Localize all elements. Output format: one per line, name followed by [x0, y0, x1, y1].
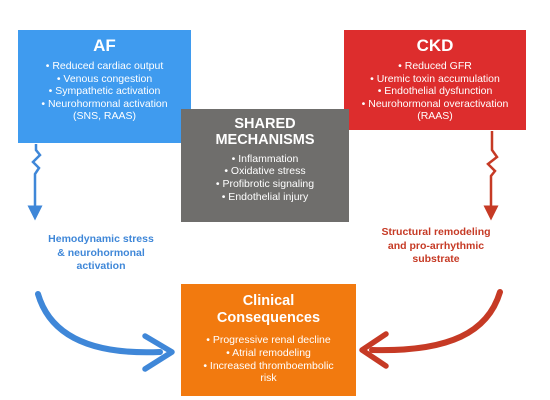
- ckd-list: • Reduced GFR • Uremic toxin accumulatio…: [344, 60, 526, 123]
- ckd-pathway-line2: and pro-arrhythmic: [387, 239, 485, 252]
- ckd-pathway-line3: substrate: [412, 253, 460, 266]
- af-item-reduced-cardiac-output: • Reduced cardiac output: [45, 60, 164, 72]
- ckd-pathway-line1: Structural remodeling: [381, 226, 491, 238]
- af-list: • Reduced cardiac output • Venous conges…: [18, 60, 191, 123]
- af-item-sympathetic-activation: • Sympathetic activation: [48, 85, 161, 98]
- af-to-clinical-arrow: [35, 291, 163, 356]
- clinical-item-renal-decline: • Progressive renal decline: [206, 334, 331, 347]
- shared-mechanisms-title: SHARED MECHANISMS: [181, 116, 349, 149]
- shared-list: • Inflammation • Oxidative stress • Prof…: [181, 153, 349, 203]
- ckd-item-neurohormonal-overactivation: • Neurohormonal overactivation: [361, 97, 509, 110]
- af-item-venous-congestion: • Venous congestion: [56, 72, 153, 85]
- clinical-title-line1: Clinical: [242, 293, 295, 309]
- shared-item-profibrotic-signaling: • Profibrotic signaling: [215, 178, 315, 191]
- af-title: AF: [93, 36, 116, 55]
- clinical-consequences-box: Clinical Consequences • Progressive rena…: [181, 284, 356, 396]
- af-item-sns-raas: (SNS, RAAS): [72, 110, 136, 123]
- af-item-neurohormonal-activation: • Neurohormonal activation: [41, 97, 168, 110]
- shared-item-endothelial-injury: • Endothelial injury: [221, 190, 309, 203]
- shared-title-line2: MECHANISMS: [215, 131, 315, 148]
- ckd-item-reduced-gfr: • Reduced GFR: [398, 60, 472, 72]
- clinical-title-line2: Consequences: [216, 309, 321, 326]
- ckd-item-endothelial-dysfunction: • Endothelial dysfunction: [377, 85, 493, 98]
- clinical-consequences-title: Clinical Consequences: [181, 293, 356, 326]
- af-pathway-label: Hemodynamic stress & neurohormonal activ…: [26, 233, 176, 274]
- clinical-item-risk: risk: [260, 372, 277, 385]
- af-to-clinical-arrowhead: [142, 333, 175, 372]
- shared-item-oxidative-stress: • Oxidative stress: [224, 165, 306, 178]
- ckd-item-raas: (RAAS): [417, 110, 453, 123]
- ckd-down-arrow: [483, 131, 499, 221]
- af-down-arrow: [27, 144, 43, 221]
- ckd-title: CKD: [416, 36, 454, 55]
- clinical-item-atrial-remodeling: • Atrial remodeling: [226, 346, 311, 359]
- shared-mechanisms-box: SHARED MECHANISMS • Inflammation • Oxida…: [181, 109, 349, 222]
- af-pathway-line1: Hemodynamic stress: [48, 233, 154, 245]
- shared-title-line1: SHARED: [234, 116, 296, 132]
- ckd-box: CKD • Reduced GFR • Uremic toxin accumul…: [344, 30, 526, 130]
- af-box: AF • Reduced cardiac output • Venous con…: [18, 30, 191, 143]
- af-pathway-line2: & neurohormonal: [57, 246, 145, 259]
- clinical-list: • Progressive renal decline • Atrial rem…: [181, 334, 356, 384]
- shared-item-inflammation: • Inflammation: [231, 152, 299, 165]
- ckd-item-uremic-toxin: • Uremic toxin accumulation: [370, 72, 500, 85]
- af-pathway-line3: activation: [76, 260, 126, 273]
- ckd-to-clinical-arrow: [369, 289, 503, 354]
- ckd-pathway-label: Structural remodeling and pro-arrhythmic…: [356, 226, 516, 267]
- clinical-item-thromboembolic: • Increased thromboembolic: [203, 359, 334, 372]
- ckd-to-clinical-arrowhead: [359, 331, 389, 369]
